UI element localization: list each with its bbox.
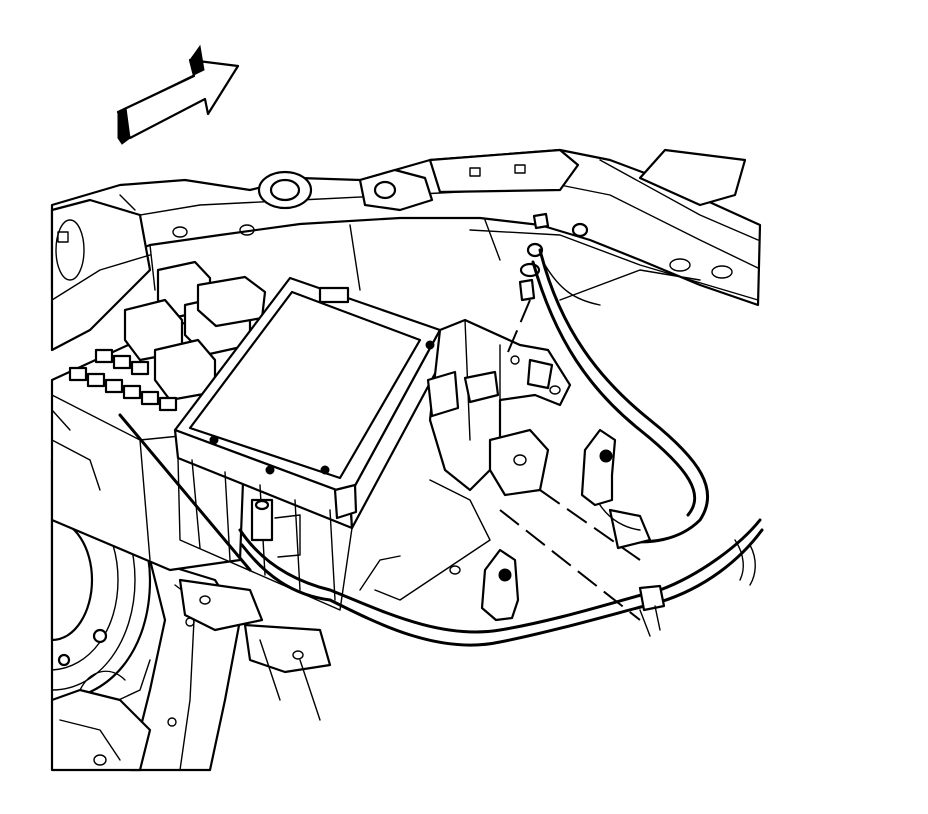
upper-frame-rail <box>50 148 762 307</box>
fastener-stack <box>499 212 641 621</box>
fuse-row <box>68 348 178 412</box>
control-module <box>173 276 447 611</box>
module-bracket <box>374 318 572 601</box>
suspension-arm <box>469 229 759 306</box>
lower-mount-brackets <box>178 498 332 721</box>
underhood-fuse-block <box>50 260 267 572</box>
wiring-harness <box>238 248 764 647</box>
harness-connector-lower <box>480 548 520 622</box>
left-wheel-well <box>50 198 152 352</box>
direction-arrow-icon <box>116 44 240 145</box>
harness-connector-upper <box>580 428 641 531</box>
